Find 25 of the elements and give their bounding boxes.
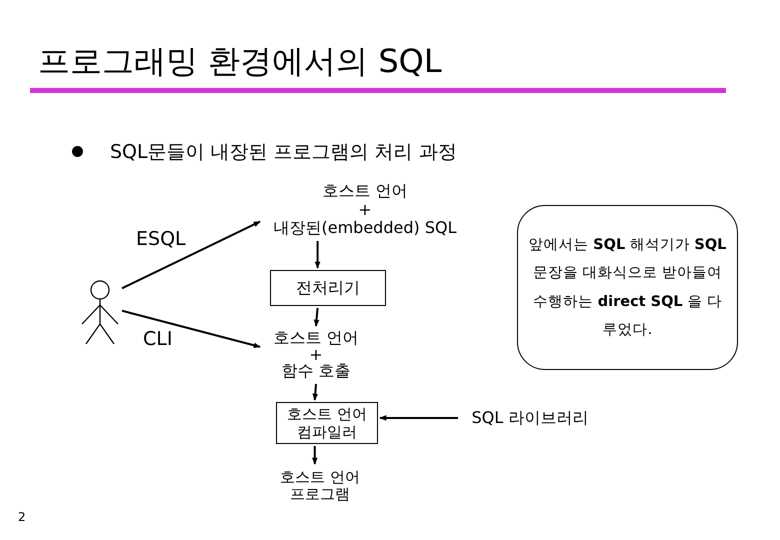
- arrow: [314, 308, 320, 327]
- bullet-text: SQL문들이 내장된 프로그램의 처리 과정: [110, 140, 457, 165]
- node-text: 호스트 언어 프로그램: [279, 468, 361, 504]
- page-number: 2: [18, 510, 26, 524]
- arrow: [379, 415, 458, 421]
- node-text: 호스트 언어: [273, 330, 359, 347]
- edge-label: ESQL: [136, 228, 186, 250]
- node-text: SQL 라이브러리: [472, 408, 588, 428]
- process-box: [276, 402, 378, 444]
- note-box: [517, 205, 738, 370]
- arrow: [314, 241, 320, 269]
- node-text: +: [358, 200, 372, 220]
- slide-title: 프로그래밍 환경에서의 SQL: [38, 41, 442, 82]
- arrow: [122, 220, 261, 290]
- node-text: 내장된(embedded) SQL: [274, 219, 456, 238]
- node-text: 함수 호출: [281, 363, 351, 380]
- arrow: [312, 446, 318, 465]
- node-text: +: [309, 346, 323, 364]
- node-text: 전처리기: [296, 278, 360, 298]
- arrow: [122, 310, 261, 348]
- node-text: 호스트 언어: [322, 182, 408, 201]
- process-box: [270, 270, 386, 306]
- arrow: [312, 384, 318, 401]
- note-text: 앞에서는 SQL 해석기가 SQL 문장을 대화식으로 받아들여 수행하는 direct SQL 을 다루었다.: [528, 236, 728, 340]
- node-text: 호스트 언어 컴파일러: [286, 405, 368, 441]
